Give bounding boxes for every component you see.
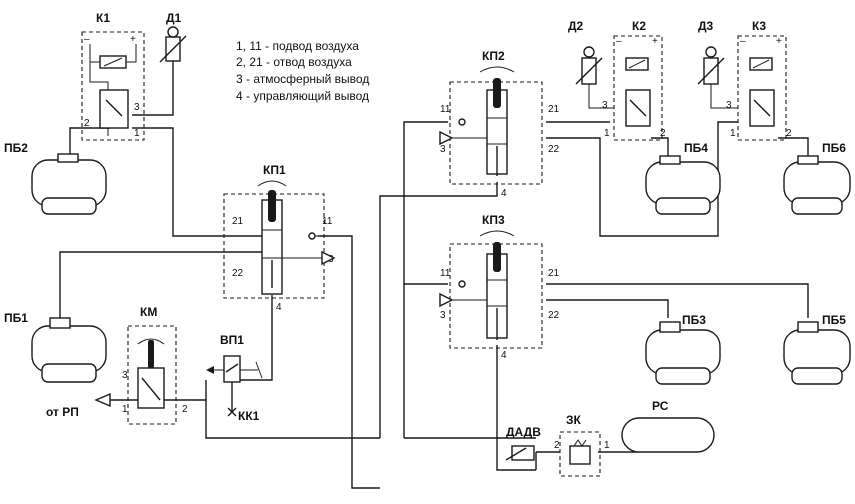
kp3-port-22: 22: [548, 310, 560, 321]
k1-plus: +: [130, 34, 136, 45]
pb1-label: ПБ1: [4, 311, 28, 325]
kp1-pneumatic-valve[interactable]: КП1 21 11 22 3 4: [223, 163, 336, 313]
k1-port-3: 3: [134, 102, 140, 113]
pb6-label: ПБ6: [822, 141, 846, 155]
kp1-port-11: 11: [322, 216, 333, 227]
d1-pressure-sensor[interactable]: Д1: [159, 11, 187, 63]
km-control-valve[interactable]: КМ 3 1 2 от РП: [46, 305, 188, 425]
km-port-2: 2: [182, 404, 188, 415]
legend-item: 1, 11 - подвод воздуха: [236, 39, 359, 53]
kk1-label: КК1: [238, 409, 260, 423]
d3-pressure-sensor[interactable]: Д3: [697, 19, 738, 109]
vp1-pneumatic-switch[interactable]: ВП1 КК1: [206, 333, 263, 423]
kp3-port-3: 3: [440, 310, 446, 321]
pb2-pneumatic-cylinder[interactable]: ПБ2: [4, 141, 107, 215]
k1-solenoid-valve[interactable]: К1 – + 3 2 1: [81, 11, 145, 141]
rs-label: РС: [652, 399, 669, 413]
pb3-pneumatic-cylinder[interactable]: ПБ3: [645, 313, 721, 385]
d2-label: Д2: [568, 19, 584, 33]
dadv-pressure-sensor[interactable]: ДАДВ: [505, 425, 541, 461]
km-port-3: 3: [122, 370, 128, 381]
k3-plus: +: [776, 36, 782, 47]
kp3-label: КП3: [482, 213, 505, 227]
pb6-pneumatic-cylinder[interactable]: ПБ6: [783, 141, 851, 215]
kp2-port-4: 4: [501, 188, 507, 199]
pb3-label: ПБ3: [682, 313, 706, 327]
zk-check-valve[interactable]: ЗК 2 1: [554, 413, 610, 477]
zk-label: ЗК: [566, 413, 582, 427]
k2-solenoid-valve[interactable]: К2 – + 3 1 2: [602, 19, 666, 141]
k3-solenoid-valve[interactable]: К3 – + 3 1 2: [726, 19, 792, 141]
km-label: КМ: [140, 305, 157, 319]
legend: 1, 11 - подвод воздуха 2, 21 - отвод воз…: [236, 39, 369, 103]
k3-port-3: 3: [726, 100, 732, 111]
zk-port-2: 2: [554, 440, 560, 451]
k2-minus: –: [616, 36, 622, 47]
kp1-port-4: 4: [276, 302, 282, 313]
zk-port-1: 1: [604, 440, 610, 451]
k2-port-2: 2: [660, 128, 666, 139]
d2-pressure-sensor[interactable]: Д2: [568, 19, 614, 109]
d3-label: Д3: [698, 19, 714, 33]
kp2-port-21: 21: [548, 104, 560, 115]
k2-port-1: 1: [604, 128, 610, 139]
k1-minus: –: [84, 34, 90, 45]
km-port-1: 1: [122, 404, 128, 415]
kp1-port-22: 22: [232, 268, 244, 279]
k2-plus: +: [652, 36, 658, 47]
vp1-label: ВП1: [220, 333, 244, 347]
kp2-label: КП2: [482, 49, 505, 63]
k3-label: К3: [752, 19, 766, 33]
pb5-pneumatic-cylinder[interactable]: ПБ5: [783, 313, 851, 385]
kp2-port-3: 3: [440, 144, 446, 155]
dadv-label: ДАДВ: [506, 425, 541, 439]
rs-air-receiver[interactable]: РС: [621, 399, 715, 453]
pb5-label: ПБ5: [822, 313, 846, 327]
kp1-label: КП1: [263, 163, 286, 177]
pb4-label: ПБ4: [684, 141, 708, 155]
kp3-port-11: 11: [440, 268, 451, 279]
pb1-pneumatic-cylinder[interactable]: ПБ1: [4, 311, 107, 383]
k3-port-2: 2: [786, 128, 792, 139]
kp3-pneumatic-valve[interactable]: КП3 11 21 3 22 4: [439, 213, 560, 361]
k3-minus: –: [740, 36, 746, 47]
legend-item: 4 - управляющий вывод: [236, 89, 369, 103]
ot-rp-label: от РП: [46, 405, 79, 419]
k3-port-1: 1: [730, 128, 736, 139]
pb4-pneumatic-cylinder[interactable]: ПБ4: [645, 141, 721, 215]
k2-label: К2: [632, 19, 646, 33]
kp3-port-21: 21: [548, 268, 560, 279]
k1-label: К1: [96, 11, 110, 25]
pb2-label: ПБ2: [4, 141, 28, 155]
k1-port-1: 1: [134, 128, 140, 139]
legend-item: 2, 21 - отвод воздуха: [236, 55, 352, 69]
d1-label: Д1: [166, 11, 182, 25]
k2-port-3: 3: [602, 100, 608, 111]
kp1-port-21: 21: [232, 216, 244, 227]
kp2-port-22: 22: [548, 144, 560, 155]
kp3-port-4: 4: [501, 350, 507, 361]
legend-item: 3 - атмосферный вывод: [236, 72, 369, 86]
kp2-port-11: 11: [440, 104, 451, 115]
piping: [59, 60, 809, 489]
k1-port-2: 2: [84, 118, 90, 129]
kp2-pneumatic-valve[interactable]: КП2 11 21 3 22 4: [439, 49, 560, 199]
